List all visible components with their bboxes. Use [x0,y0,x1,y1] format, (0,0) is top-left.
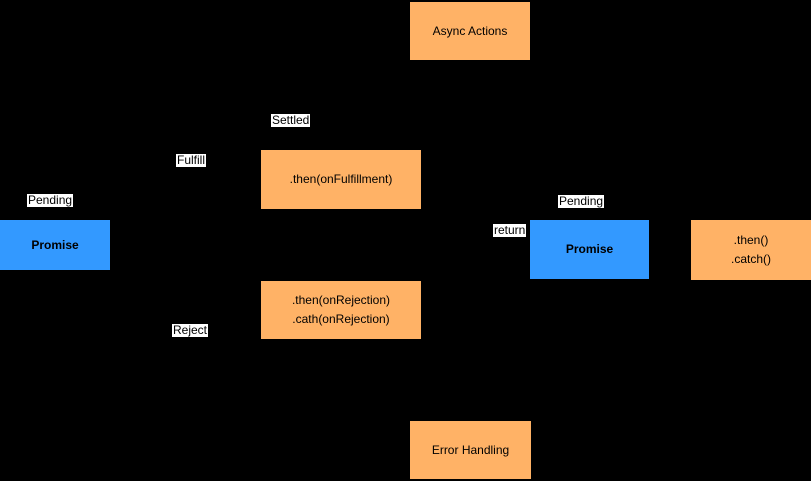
promise-right-box: Promise [530,220,649,279]
edge-label-return: return [493,223,527,237]
edge-label-settled: Settled [271,113,311,127]
promise-left-label: Promise [31,237,79,252]
then-catch-line1: .then() [733,233,769,247]
async-actions-box: Async Actions [410,2,530,60]
then-onfulfillment-box: .then(onFulfillment) [261,150,421,209]
edge-label-pending-right: Pending [558,194,605,208]
then-onrejection-line2: .cath(onRejection) [292,312,390,326]
error-handling-label: Error Handling [431,442,510,457]
then-catch-line2: .catch() [730,252,771,266]
error-handling-box: Error Handling [410,421,531,479]
promise-right-label: Promise [565,242,614,256]
async-actions-label: Async Actions [432,23,508,38]
edge-label-reject: Reject [172,323,209,337]
edge-label-pending-left: Pending [27,193,74,207]
then-onfulfillment-label: .then(onFulfillment) [289,172,393,186]
promise-left-box: Promise [0,220,110,270]
then-onrejection-box: .then(onRejection) .cath(onRejection) [261,281,421,339]
edge-label-fulfill: Fulfill [176,153,207,167]
then-catch-box: .then() .catch() [691,220,811,280]
then-onrejection-line1: .then(onRejection) [291,293,391,307]
